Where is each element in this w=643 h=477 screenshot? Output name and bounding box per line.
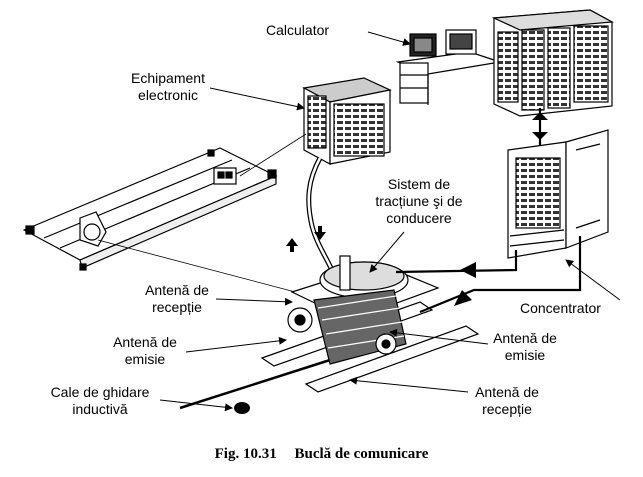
communication-loop-diagram — [22, 9, 621, 414]
concentrator-vehicle-links — [395, 236, 582, 314]
label-line: recepție — [152, 299, 202, 315]
label-line: Cale de ghidare — [50, 384, 150, 400]
label-electronic-equipment: Echipament electronic — [118, 70, 218, 104]
computer-workstation — [395, 9, 615, 117]
up-arrow — [286, 238, 298, 246]
label-receive-antenna-right: Antenă de recepție — [462, 384, 552, 418]
electronic-equipment-rack — [302, 77, 392, 166]
arrow-from-vehicle — [454, 290, 472, 306]
label-inductive-guide: Cale de ghidare inductivă — [38, 384, 162, 418]
label-line: emisie — [504, 347, 546, 363]
label-line: Echipament — [131, 70, 205, 86]
label-line: conducere — [386, 210, 452, 226]
label-line: Antenă de — [475, 384, 539, 400]
label-line: Antenă de — [145, 282, 209, 298]
down-arrow — [314, 232, 326, 240]
label-line: emisie — [124, 351, 166, 367]
leader-lines — [159, 31, 621, 412]
track-platform — [22, 147, 278, 271]
arrow-to-vehicle — [460, 262, 476, 278]
label-concentrator: Concentrator — [520, 300, 601, 316]
computer-concentrator-link — [532, 108, 548, 150]
label-line: electronic — [138, 87, 198, 103]
guide-path-marker — [234, 402, 250, 414]
vehicle — [287, 255, 440, 365]
concentrator-cabinet — [507, 129, 609, 259]
label-line: Sistem de — [387, 176, 451, 192]
label-line: recepție — [482, 401, 532, 417]
label-traction-system: Sistem de tracțiune şi de conducere — [364, 176, 474, 227]
label-emit-antenna-left: Antenă de emisie — [100, 334, 190, 368]
label-line: Antenă de — [493, 330, 557, 346]
label-line: tracțiune şi de — [375, 193, 463, 209]
figure-caption: Fig. 10.31 Buclă de comunicare — [0, 446, 643, 463]
figure-title: Buclă de comunicare — [294, 446, 429, 462]
label-line: inductivă — [72, 401, 128, 417]
label-emit-antenna-right: Antenă de emisie — [480, 330, 570, 364]
figure-number: Fig. 10.31 — [214, 446, 277, 462]
label-line: Antenă de — [113, 334, 177, 350]
label-receive-antenna-left: Antenă de recepție — [132, 282, 222, 316]
label-calculator: Calculator — [266, 22, 330, 38]
